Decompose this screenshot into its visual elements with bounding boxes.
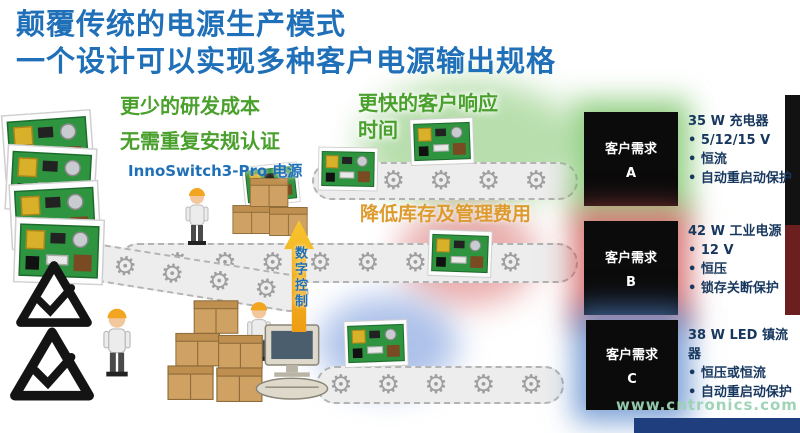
safety-check-icon — [8, 324, 96, 404]
digital-control-label: 数字控制 — [292, 246, 307, 310]
spec-bullet: 自动重启动保护 — [688, 169, 800, 188]
customer-box-variant: C — [627, 371, 637, 387]
callout-less-rd-cost: 更少的研发成本 — [120, 94, 260, 118]
spec-bullet: 5/12/15 V — [688, 131, 800, 150]
pcb-photo — [318, 146, 379, 191]
customer-box-label: 客户需求 — [604, 250, 657, 266]
spec-bullet: 12 V — [688, 241, 800, 260]
spec-bullet: 恒压 — [688, 260, 800, 279]
watermark-url: www.cntronics.com — [616, 396, 798, 414]
callout-lower-inventory: 降低库存及管理费用 — [360, 203, 532, 225]
page-title: 颠覆传统的电源生产模式 一个设计可以实现多种客户电源输出规格 — [16, 6, 556, 80]
customer-box-label: 客户需求 — [604, 141, 657, 157]
spec-headline: 38 W LED 镇流器 — [688, 328, 788, 362]
customer-box-b: 客户需求 B — [584, 221, 678, 315]
pcb-photo — [409, 117, 475, 166]
customer-box-label: 客户需求 — [605, 347, 658, 363]
title-line2: 一个设计可以实现多种客户电源输出规格 — [16, 44, 557, 78]
desktop-computer — [250, 322, 334, 402]
worker-figure — [98, 304, 136, 380]
customer-box-variant: B — [626, 274, 636, 290]
spec-bullet: 锁存关断保护 — [688, 279, 800, 298]
title-line1: 颠覆传统的电源生产模式 — [16, 7, 347, 41]
spec-list-a: 35 W 充电器 5/12/15 V 恒流 自动重启动保护 — [688, 112, 800, 188]
callout-product-label: InnoSwitch3-Pro 电源 — [128, 162, 303, 180]
gear-icon-row: ⚙ ⚙ ⚙ ⚙ ⚙ — [329, 370, 551, 400]
conveyor-belt-bottom: ⚙ ⚙ ⚙ ⚙ ⚙ — [316, 366, 564, 404]
spec-list-c: 38 W LED 镇流器 恒压或恒流 自动重启动保护 — [688, 326, 800, 402]
customer-box-a: 客户需求 A — [584, 112, 678, 206]
customer-box-variant: A — [625, 165, 637, 181]
spec-headline: 35 W 充电器 — [688, 114, 769, 129]
callout-no-repeat-cert: 无需重复安规认证 — [120, 129, 280, 153]
callout-faster-response-line2: 时间 — [358, 118, 398, 142]
spec-bullet: 恒流 — [688, 150, 800, 169]
spec-bullet: 自动重启动保护 — [688, 383, 800, 402]
callout-faster-response-line1: 更快的客户响应 — [358, 91, 498, 115]
spec-list-b: 42 W 工业电源 12 V 恒压 锁存关断保护 — [688, 222, 800, 298]
safety-check-icon — [14, 258, 94, 330]
pcb-photo — [343, 319, 409, 368]
customer-box-c: 客户需求 C — [586, 320, 678, 410]
worker-figure — [180, 184, 214, 248]
spec-bullet: 恒压或恒流 — [688, 364, 800, 383]
bottom-brand-bar — [634, 418, 800, 433]
pcb-photo — [427, 229, 493, 278]
spec-headline: 42 W 工业电源 — [688, 224, 782, 239]
